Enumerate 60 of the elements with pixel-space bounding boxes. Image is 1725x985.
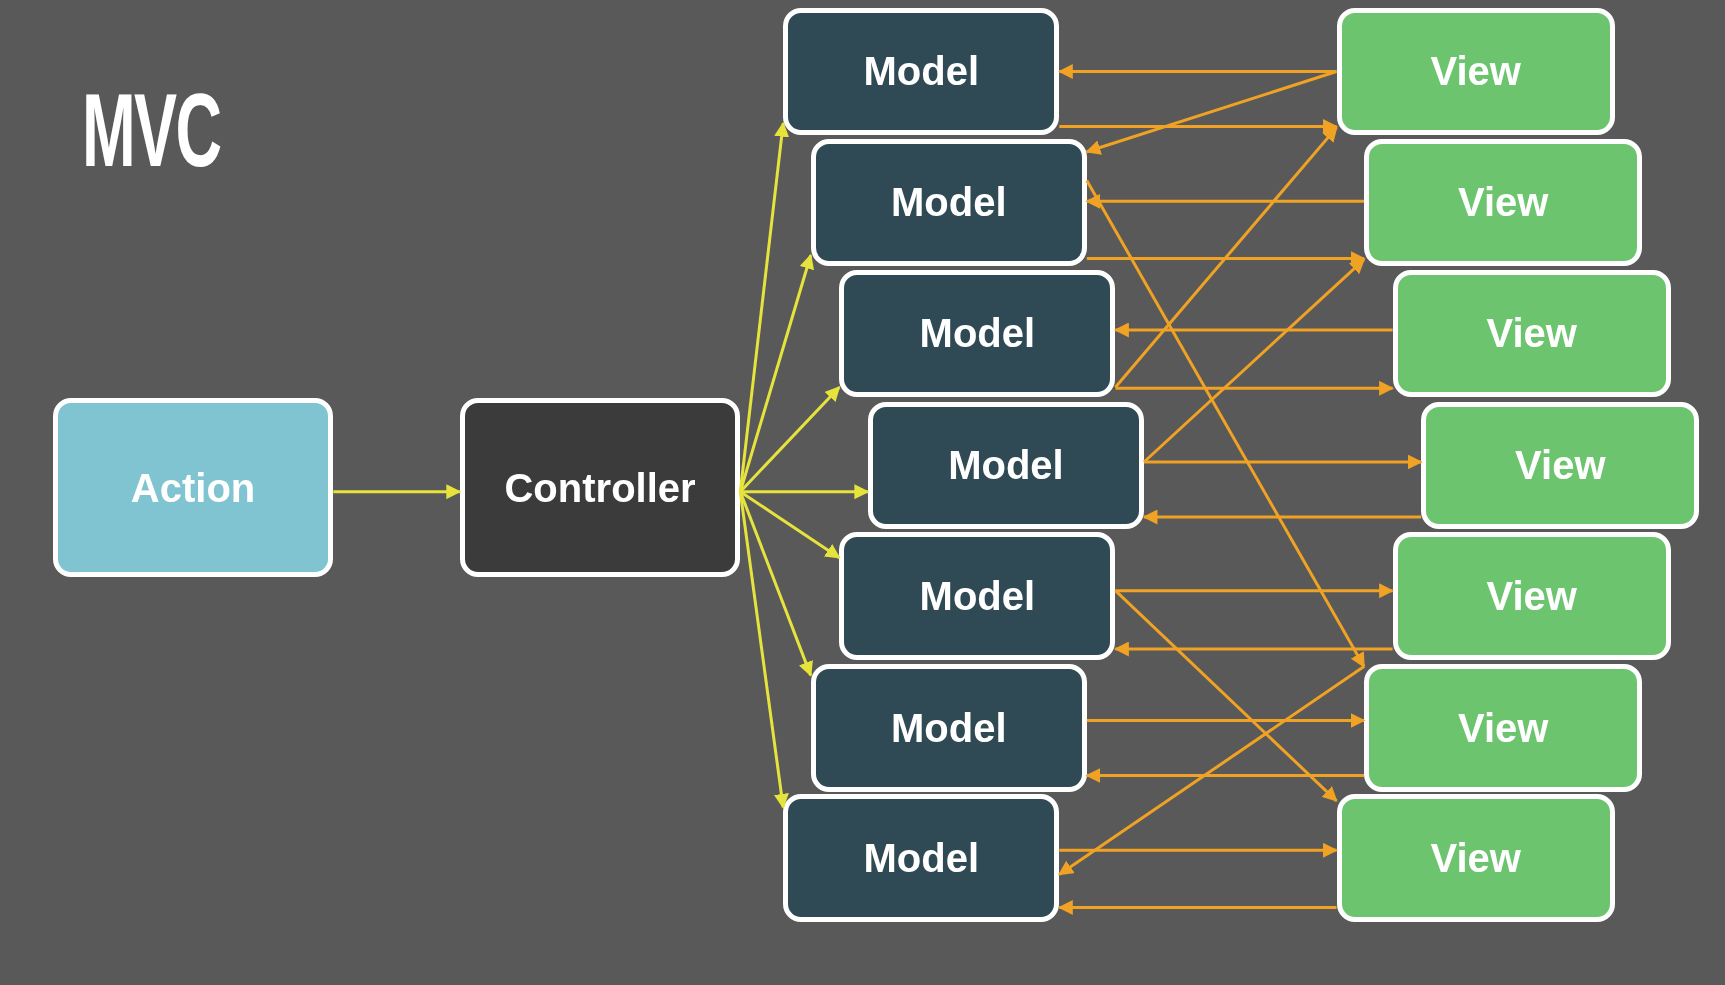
node-label: Model <box>948 442 1064 490</box>
arrow <box>738 253 815 493</box>
node-label: Controller <box>504 464 696 512</box>
node-label: View <box>1486 573 1577 621</box>
model-box <box>839 269 1116 398</box>
arrow <box>738 121 790 492</box>
arrow <box>1058 665 1365 876</box>
arrow <box>740 484 870 500</box>
model-box <box>839 532 1116 660</box>
arrow <box>333 484 462 500</box>
node-label: Action <box>130 464 256 512</box>
arrow <box>1057 900 1337 915</box>
title: MVC <box>82 78 221 182</box>
arrow <box>1085 193 1364 209</box>
node-label: View <box>1457 179 1549 227</box>
view-box <box>1336 7 1615 136</box>
arrow <box>1115 380 1395 396</box>
model-box <box>867 401 1144 530</box>
node-label: Model <box>863 835 979 882</box>
arrow <box>738 491 789 809</box>
arrow <box>1114 589 1338 802</box>
controller-box <box>459 398 741 578</box>
node-label: View <box>1430 48 1521 96</box>
view-box <box>1364 138 1643 267</box>
arrow <box>1085 768 1364 783</box>
model-box <box>810 664 1087 792</box>
arrow <box>739 490 841 559</box>
node-label: Model <box>863 48 979 96</box>
view-box <box>1421 401 1700 530</box>
arrow <box>1085 179 1366 668</box>
node-label: Model <box>890 705 1007 753</box>
node-label: View <box>1430 835 1521 882</box>
node-label: View <box>1515 442 1606 490</box>
node-label: Model <box>919 310 1036 358</box>
arrow <box>1142 509 1422 525</box>
arrow <box>1144 454 1423 470</box>
view-box <box>1392 532 1671 660</box>
arrow <box>1115 583 1395 599</box>
arrow <box>1057 64 1337 79</box>
arrow <box>1059 119 1338 134</box>
arrow <box>1113 322 1393 338</box>
arrow <box>1085 70 1337 155</box>
arrow <box>738 491 813 677</box>
arrow <box>1143 258 1366 464</box>
model-box <box>810 138 1087 267</box>
arrow <box>1114 126 1338 389</box>
node-label: Model <box>919 573 1036 621</box>
view-box <box>1336 794 1615 922</box>
node-label: View <box>1457 705 1549 753</box>
action-box <box>52 398 334 578</box>
model-box <box>783 794 1060 922</box>
arrow <box>739 386 841 493</box>
arrow <box>1086 713 1366 728</box>
view-box <box>1364 664 1643 792</box>
arrow <box>1059 842 1338 858</box>
arrow <box>1113 641 1393 657</box>
node-label: Model <box>890 179 1007 227</box>
view-box <box>1392 269 1671 398</box>
node-label: View <box>1486 310 1577 358</box>
model-box <box>783 7 1060 136</box>
